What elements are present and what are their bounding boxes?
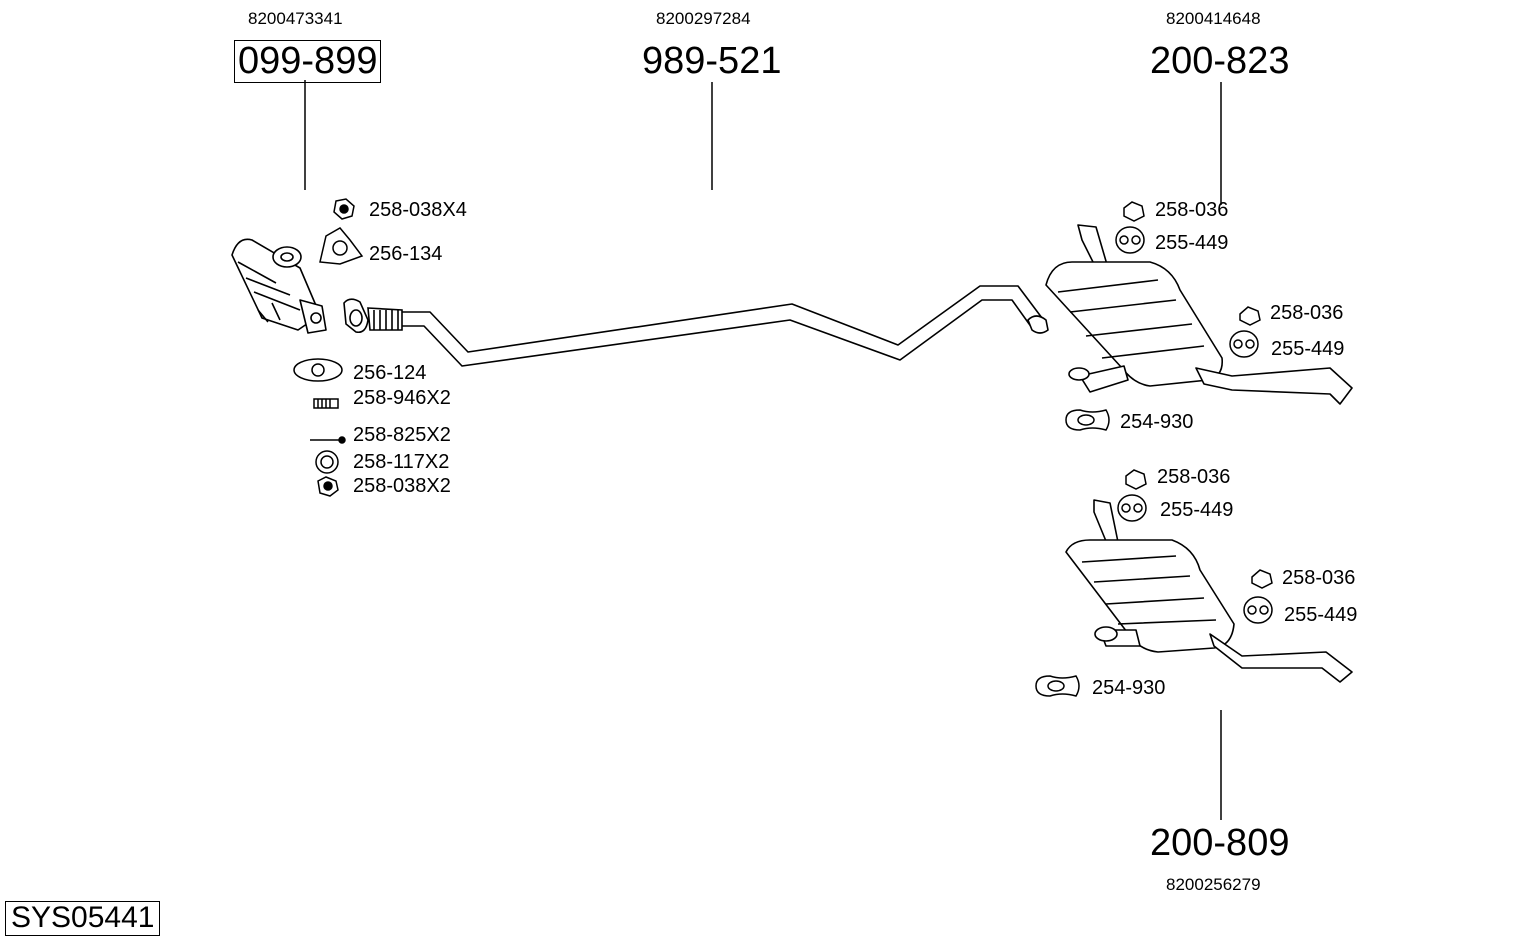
fitting-label: 258-825X2 [353, 424, 451, 446]
fitting-label: 255-449 [1284, 604, 1358, 626]
fitting-label: 258-117X2 [353, 451, 450, 473]
nut-icon [1123, 201, 1145, 222]
spring-icon [313, 398, 339, 409]
rear-silencer-a-drawing [1045, 224, 1353, 405]
rubber-mount-icon [1117, 494, 1147, 522]
fitting-label: 255-449 [1160, 499, 1234, 521]
clamp-icon [1065, 409, 1110, 431]
fitting-label: 254-930 [1120, 411, 1194, 433]
part-number-rear-silencer-a: 200-823 [1150, 40, 1290, 82]
part-number-catalytic-converter: 099-899 [234, 40, 382, 83]
part-number-middle-pipe: 989-521 [642, 40, 782, 82]
clamp-icon [1035, 675, 1080, 697]
fitting-label: 255-449 [1155, 232, 1229, 254]
nut-icon [1239, 306, 1261, 326]
fitting-label: 255-449 [1271, 338, 1345, 360]
oval-gasket-icon [293, 358, 343, 382]
rubber-mount-icon [1115, 226, 1145, 254]
rubber-mount-icon [1229, 330, 1259, 358]
bolt-icon [310, 436, 346, 444]
oem-number-rear-silencer-b: 8200256279 [1166, 875, 1261, 894]
rear-silencer-b-drawing [1065, 499, 1353, 683]
nut-icon [317, 476, 339, 497]
rubber-mount-icon [1243, 596, 1273, 624]
fitting-label: 258-038X2 [353, 475, 451, 497]
fitting-label: 258-036 [1270, 302, 1344, 324]
oem-number-catalytic-converter: 8200473341 [248, 9, 343, 28]
washer-ring-icon [315, 450, 339, 474]
fitting-label: 258-946X2 [353, 387, 451, 409]
middle-pipe-drawing [402, 285, 1049, 367]
fitting-label: 258-036 [1155, 199, 1229, 221]
catalytic-converter-drawing [231, 238, 327, 334]
fitting-label: 256-124 [353, 362, 427, 384]
oem-number-rear-silencer-a: 8200414648 [1166, 9, 1261, 28]
nut-icon [1251, 569, 1273, 589]
flex-pipe-flange-drawing [343, 298, 403, 334]
fitting-label: 258-036 [1157, 466, 1231, 488]
fitting-label: 258-038X4 [369, 199, 467, 221]
oem-number-middle-pipe: 8200297284 [656, 9, 751, 28]
part-number-rear-silencer-b: 200-809 [1150, 822, 1290, 864]
fitting-label: 258-036 [1282, 567, 1356, 589]
three-hole-gasket-icon [319, 227, 364, 265]
fitting-label: 254-930 [1092, 677, 1166, 699]
nut-icon [333, 198, 355, 220]
nut-icon [1125, 469, 1147, 490]
system-code-label: SYS05441 [5, 901, 161, 936]
fitting-label: 256-134 [369, 243, 443, 265]
